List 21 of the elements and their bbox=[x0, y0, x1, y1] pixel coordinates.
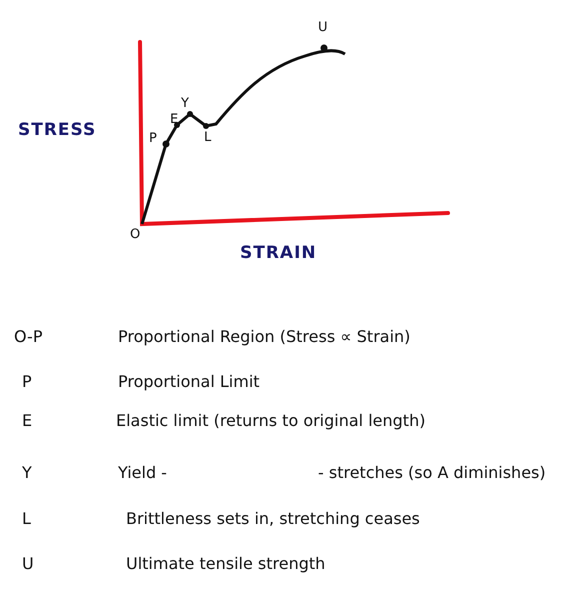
description-text: - stretches (so A diminishes) bbox=[318, 463, 546, 482]
symbol-label: P bbox=[22, 372, 32, 391]
axis-label: STRAIN bbox=[240, 243, 317, 263]
symbol-label: U bbox=[22, 554, 34, 573]
point-label: E bbox=[170, 112, 178, 127]
point-label: U bbox=[318, 20, 328, 35]
point-label: L bbox=[204, 130, 212, 145]
description-text: Ultimate tensile strength bbox=[126, 554, 326, 573]
point-label: O bbox=[130, 227, 140, 242]
description-text: Brittleness sets in, stretching ceases bbox=[126, 509, 420, 528]
symbol-label: L bbox=[22, 509, 31, 528]
description-text: Yield - bbox=[118, 463, 167, 482]
point-label: Y bbox=[181, 96, 189, 111]
axis-label: STRESS bbox=[18, 120, 96, 140]
point-label: P bbox=[149, 131, 157, 146]
symbol-label: O-P bbox=[14, 327, 42, 346]
description-text: Proportional Region (Stress ∝ Strain) bbox=[118, 327, 410, 346]
description-text: Elastic limit (returns to original length) bbox=[116, 411, 426, 430]
symbol-label: E bbox=[22, 411, 32, 430]
symbol-label: Y bbox=[22, 463, 32, 482]
description-text: Proportional Limit bbox=[118, 372, 260, 391]
